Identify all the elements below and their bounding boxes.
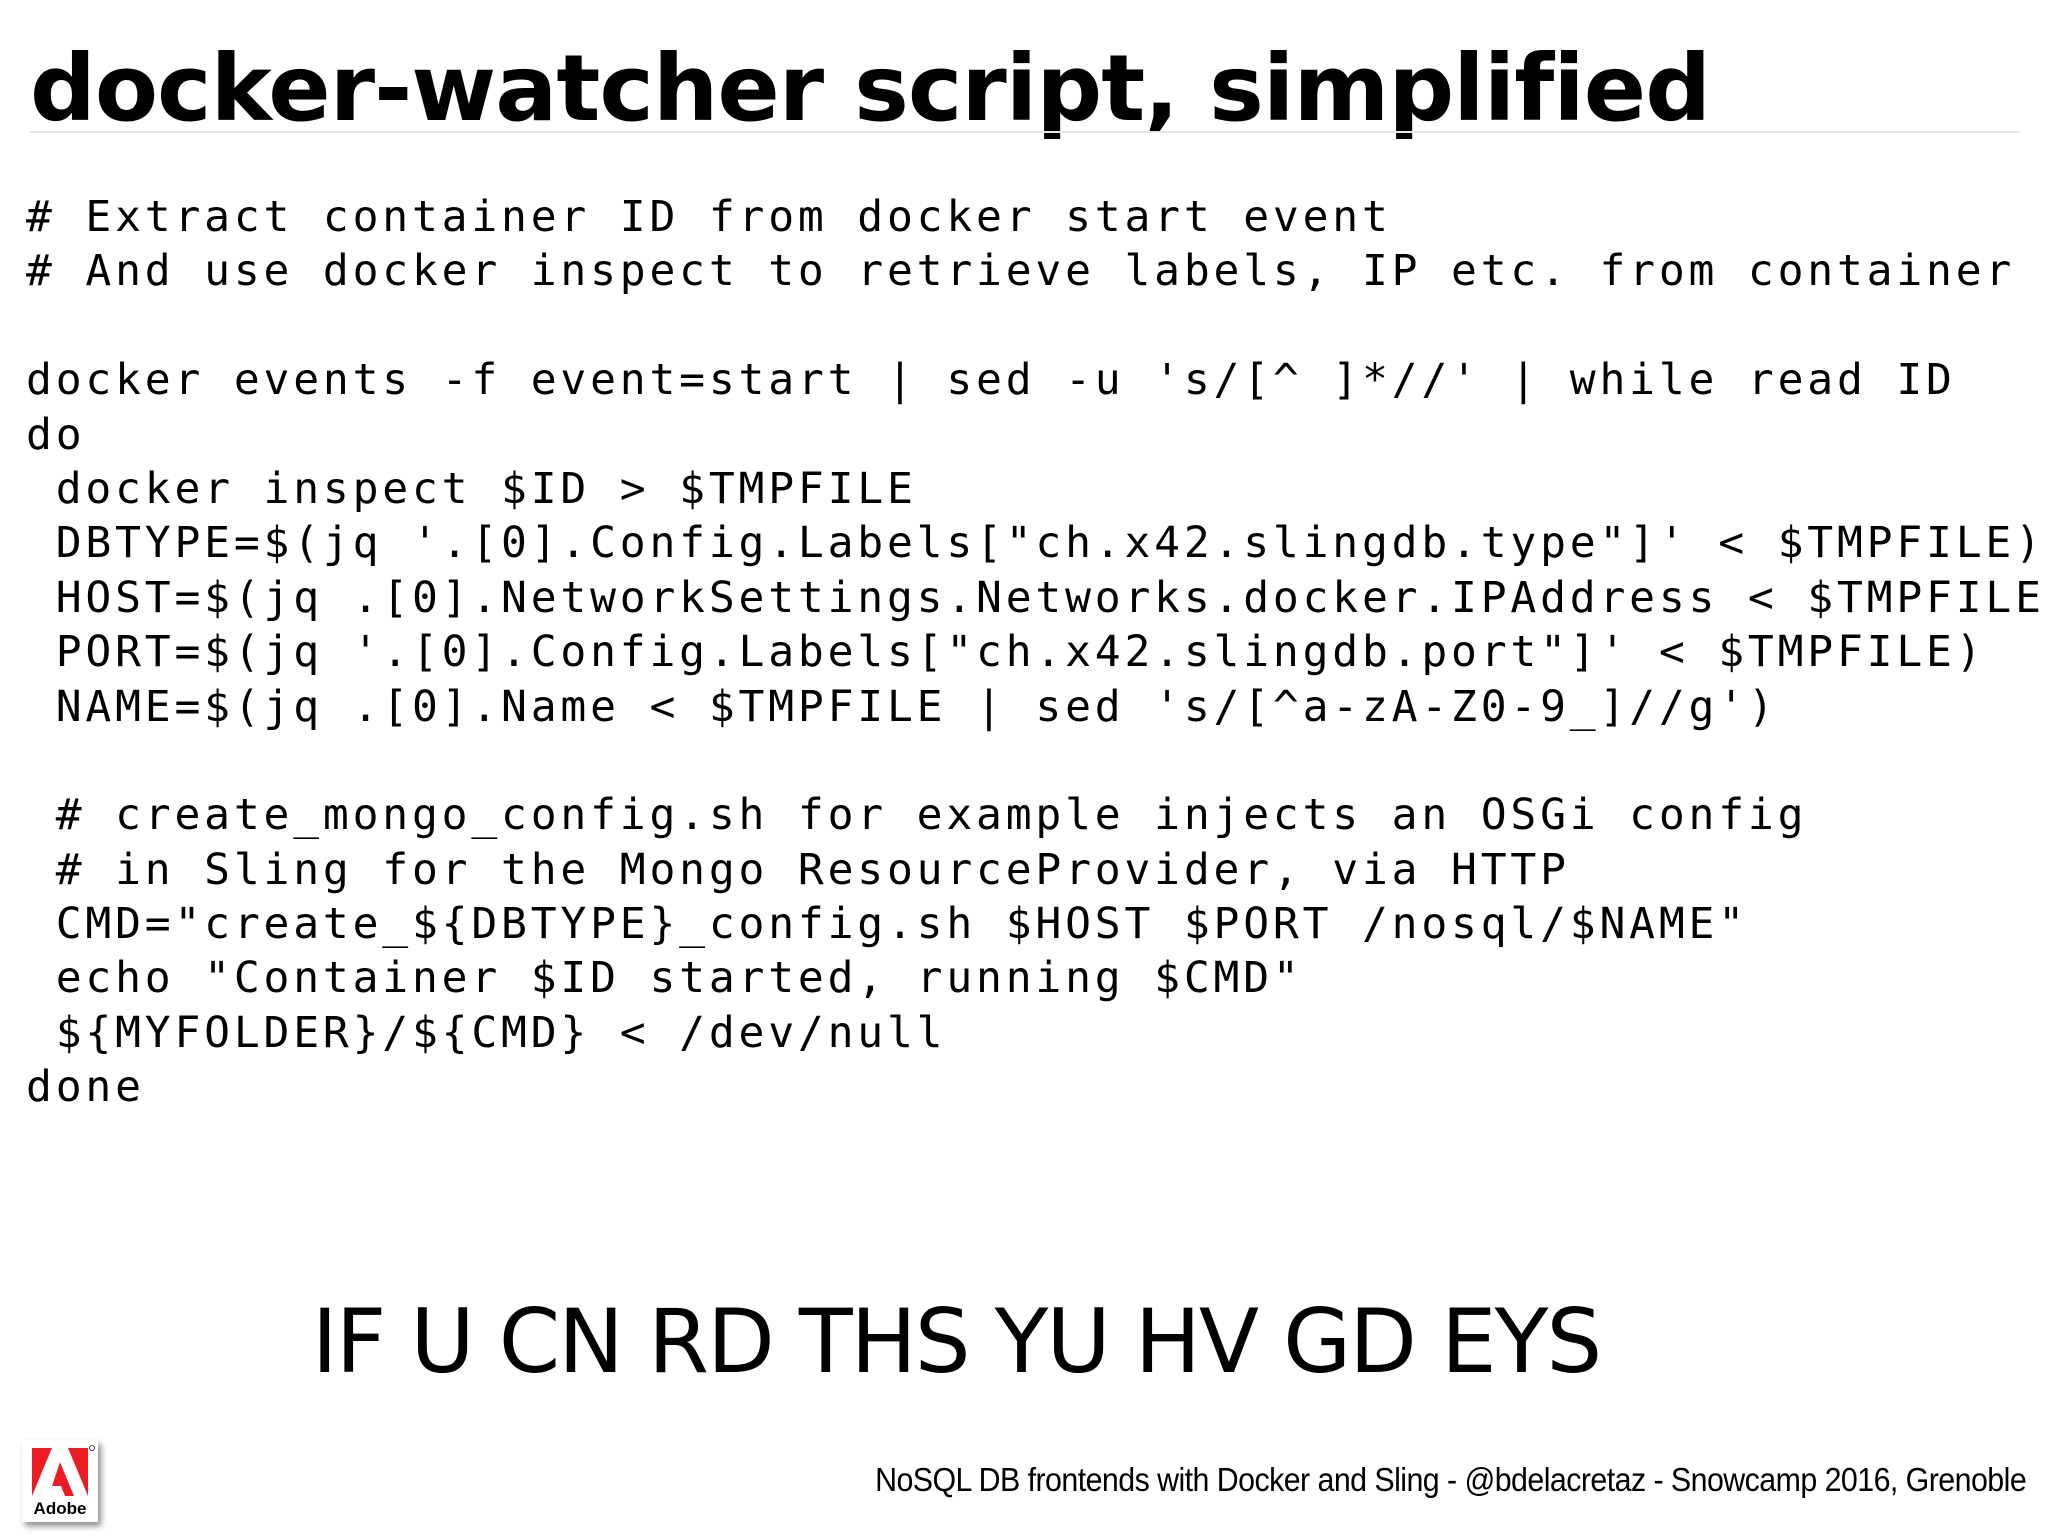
- code-line: do: [26, 409, 86, 460]
- code-line: [26, 734, 2048, 788]
- code-line: docker inspect $ID > $TMPFILE: [26, 463, 917, 514]
- code-line: done: [26, 1062, 145, 1113]
- code-line: ${MYFOLDER}/${CMD} < /dev/null: [26, 1007, 947, 1058]
- adobe-mark-icon: [22, 1440, 98, 1522]
- code-line: # Extract container ID from docker start…: [26, 192, 1392, 242]
- code-line: [26, 299, 2048, 353]
- code-line: CMD="create_${DBTYPE}_config.sh $HOST $P…: [26, 899, 1748, 950]
- code-block: # Extract container ID from docker start…: [26, 190, 2048, 1115]
- code-line: # create_mongo_config.sh for example inj…: [26, 790, 1808, 841]
- code-line: # in Sling for the Mongo ResourceProvide…: [26, 844, 1570, 895]
- code-line: docker events -f event=start | sed -u 's…: [26, 355, 1956, 406]
- title-divider: [30, 131, 2020, 133]
- slide-footer: NoSQL DB frontends with Docker and Sling…: [874, 1461, 2027, 1498]
- logo-label: Adobe: [33, 1499, 87, 1518]
- code-line: DBTYPE=$(jq '.[0].Config.Labels["ch.x42.…: [26, 518, 2045, 569]
- code-line: PORT=$(jq '.[0].Config.Labels["ch.x42.sl…: [26, 627, 1986, 678]
- code-line: HOST=$(jq .[0].NetworkSettings.Networks.…: [26, 572, 2048, 623]
- adobe-logo-icon: Adobe: [22, 1440, 98, 1522]
- tagline: IF U CN RD THS YU HV GD EYS: [311, 1290, 1602, 1393]
- code-line: echo "Container $ID started, running $CM…: [26, 953, 1303, 1004]
- slide-title: docker-watcher script, simplified: [30, 35, 1711, 142]
- code-line: # And use docker inspect to retrieve lab…: [26, 246, 2016, 297]
- code-line: NAME=$(jq .[0].Name < $TMPFILE | sed 's/…: [26, 681, 1778, 732]
